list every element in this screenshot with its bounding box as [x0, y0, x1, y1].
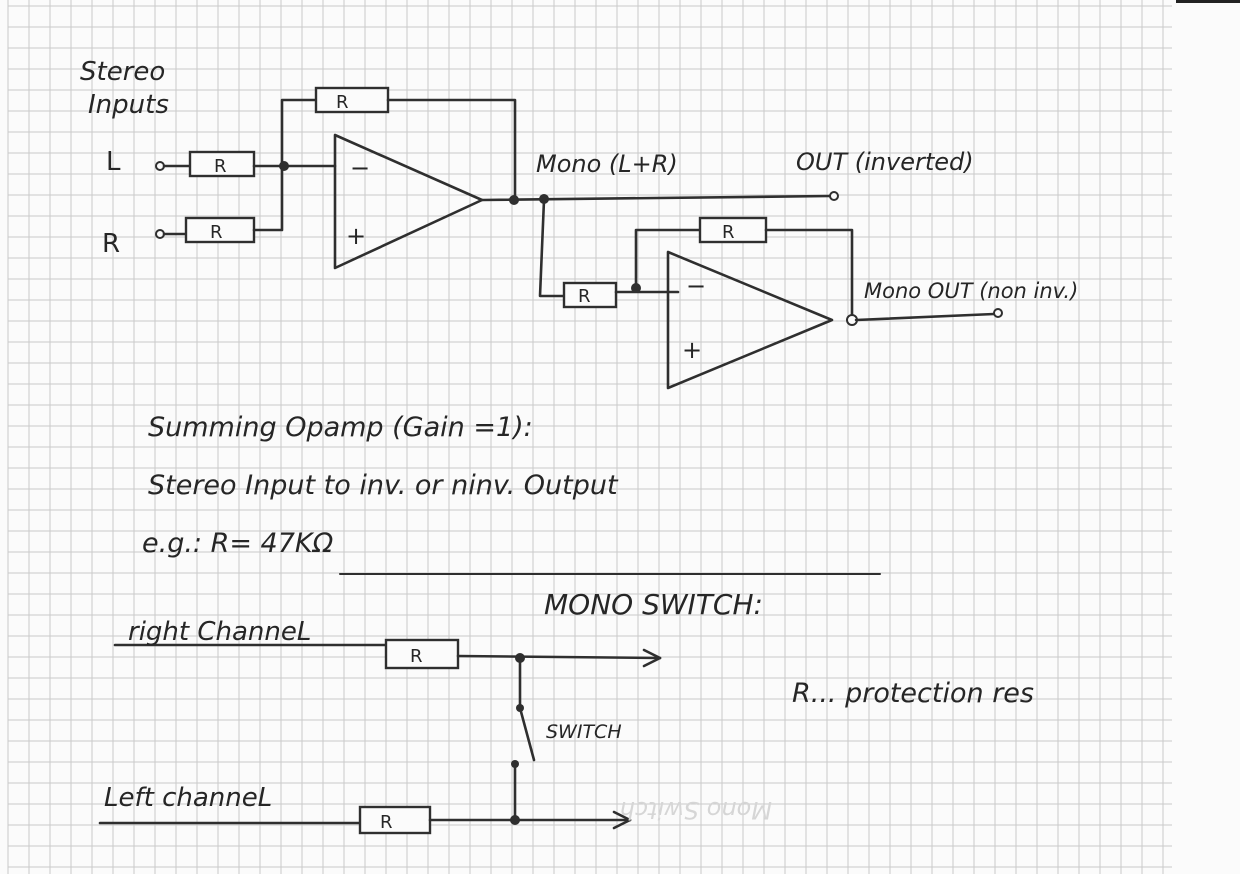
scan-edge	[1176, 0, 1240, 3]
junction	[510, 815, 520, 825]
noninverting-input-sign: +	[682, 336, 702, 364]
summing-opamp-circuit	[155, 86, 839, 270]
inverter-feedback-resistor	[698, 216, 768, 244]
junction	[509, 195, 519, 205]
opamp-inverter	[666, 250, 834, 390]
resistor-label: R	[336, 92, 349, 113]
opamp-summing	[333, 133, 484, 270]
inverter-opamp-circuit	[538, 198, 1003, 390]
arrow-head	[612, 810, 632, 830]
wire	[280, 98, 318, 168]
wire	[252, 164, 284, 232]
wire	[386, 98, 517, 202]
left-channel-label: Left channeL	[104, 783, 272, 813]
mono-switch-title: MONO SWITCH:	[544, 588, 763, 621]
noninverting-input-sign: +	[346, 222, 366, 250]
switch-label: SWITCH	[546, 721, 622, 743]
resistor-label: R	[380, 812, 393, 833]
wire	[538, 198, 566, 298]
inverting-input-sign: −	[686, 272, 706, 300]
right-input-label: R	[102, 229, 120, 259]
resistor-label: R	[722, 222, 735, 243]
left-input-label: L	[106, 147, 121, 177]
resistor-label: R	[214, 156, 227, 177]
switch-blade	[518, 706, 536, 762]
right-channel-label: right ChanneL	[128, 617, 311, 647]
left-channel-resistor	[358, 805, 432, 835]
mono-sum-label: Mono (L+R)	[536, 150, 678, 178]
arrow-head	[642, 648, 662, 668]
resistor-label: R	[410, 646, 423, 667]
note-line-3: e.g.: R= 47KΩ	[142, 528, 334, 559]
right-channel-resistor	[384, 638, 460, 670]
inverting-input-sign: −	[350, 154, 370, 182]
wire	[456, 654, 662, 660]
wire	[854, 312, 996, 322]
input-resistor-right	[184, 216, 256, 244]
wire	[764, 228, 854, 320]
input-resistor-left	[188, 150, 256, 178]
wire	[634, 228, 702, 290]
wire	[480, 194, 832, 202]
out-inverted-terminal	[829, 191, 839, 201]
protection-resistor-legend: R... protection res	[792, 678, 1034, 709]
note-line-2: Stereo Input to inv. or ninv. Output	[148, 470, 619, 501]
inverter-input-resistor	[562, 281, 618, 309]
mono-switch-circuit	[98, 638, 662, 835]
feedback-resistor	[314, 86, 390, 114]
resistor-label: R	[578, 286, 591, 307]
out-inverted-label: OUT (inverted)	[796, 148, 974, 176]
junction	[279, 161, 289, 171]
resistor-label: R	[210, 222, 223, 243]
stereo-label: Stereo	[80, 57, 165, 87]
bleed-through-text: Mono Switch	[620, 796, 772, 824]
mono-out-noninv-label: Mono OUT (non inv.)	[864, 279, 1078, 303]
note-line-1: Summing Opamp (Gain =1):	[148, 412, 533, 443]
inputs-label: Inputs	[88, 90, 169, 120]
mono-out-terminal	[993, 308, 1003, 318]
